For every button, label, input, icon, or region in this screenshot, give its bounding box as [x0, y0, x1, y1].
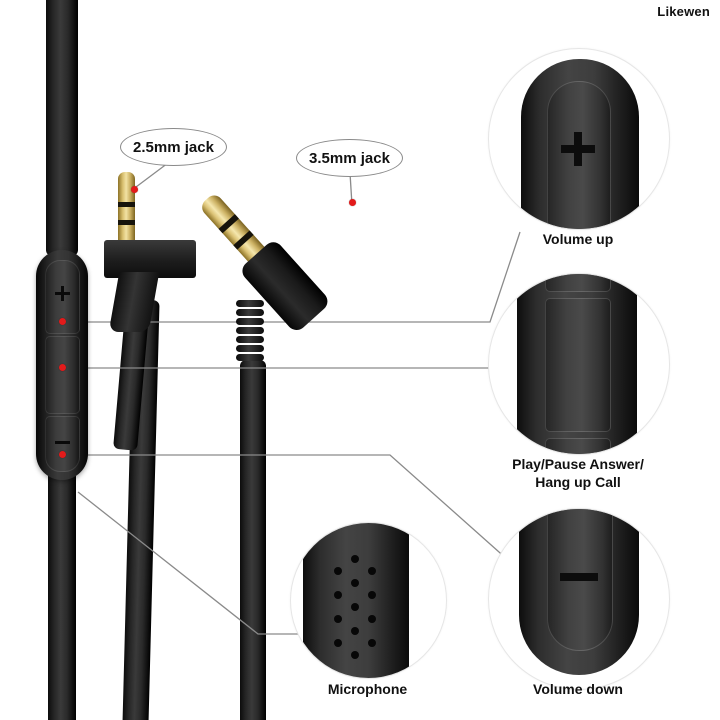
- minus-icon: [55, 441, 70, 444]
- minus-icon-zoom: [560, 573, 598, 581]
- caption-volume-up: Volume up: [542, 231, 614, 247]
- cable-left-lower: [48, 470, 76, 720]
- caption-play-pause: Play/Pause Answer/ Hang up Call: [512, 456, 644, 490]
- watermark: Likewen: [657, 4, 710, 19]
- jack-2-5mm-band-1: [118, 202, 135, 207]
- marker-volume-down: [59, 451, 66, 458]
- marker-volume-up: [59, 318, 66, 325]
- plus-icon-vertical: [61, 286, 64, 301]
- plus-icon-zoom-v: [574, 132, 582, 166]
- cable-main-top: [46, 0, 78, 256]
- play-pause-button-zoom[interactable]: [545, 298, 611, 432]
- detail-circle-volume-down: [488, 508, 670, 690]
- jack-2-5mm-pin: [118, 172, 135, 244]
- volume-down-button[interactable]: [45, 416, 80, 472]
- cable-right: [240, 360, 266, 720]
- detail-circle-play-pause: [488, 273, 670, 455]
- callout-2-5mm-jack-label: 2.5mm jack: [133, 138, 214, 156]
- caption-microphone: Microphone: [327, 681, 408, 697]
- jack-2-5mm-band-2: [118, 220, 135, 225]
- callout-3-5mm-jack-label: 3.5mm jack: [309, 149, 390, 167]
- cable-strain-relief-ribs: [236, 300, 264, 370]
- adjacent-button-top-zoom[interactable]: [545, 274, 611, 292]
- adjacent-button-bottom-zoom[interactable]: [545, 438, 611, 454]
- detail-circle-volume-up: [488, 48, 670, 230]
- play-pause-button[interactable]: [45, 336, 80, 414]
- callout-2-5mm-jack: 2.5mm jack: [120, 128, 227, 166]
- jack-2-5mm-housing: [104, 240, 196, 278]
- marker-jack-3-5mm: [349, 199, 356, 206]
- callout-3-5mm-jack: 3.5mm jack: [296, 139, 403, 177]
- marker-jack-2-5mm: [131, 186, 138, 193]
- caption-volume-down: Volume down: [533, 681, 623, 697]
- marker-play-pause: [59, 364, 66, 371]
- detail-circle-microphone: [290, 522, 447, 679]
